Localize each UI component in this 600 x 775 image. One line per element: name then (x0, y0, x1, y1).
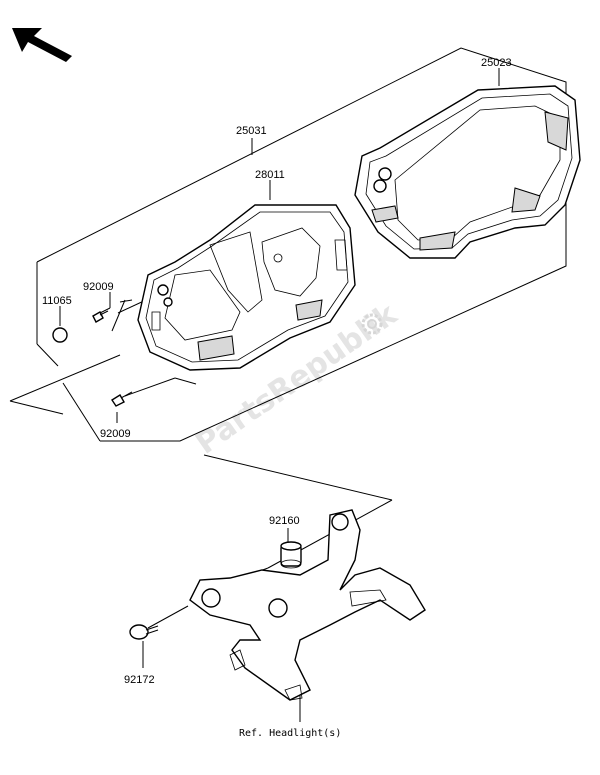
screw-92009-top (92, 310, 109, 323)
label-92009-bottom: 92009 (100, 428, 131, 440)
meter-housing-28011 (137, 204, 356, 371)
label-92172: 92172 (124, 674, 155, 686)
cap-11065 (52, 327, 68, 343)
meter-bracket (189, 509, 426, 701)
label-25031: 25031 (236, 125, 267, 137)
watermark-gear-icon (361, 313, 383, 335)
grommet-92160 (280, 541, 302, 569)
screw-92009-bottom (111, 391, 133, 407)
screw-92172 (129, 624, 159, 640)
label-28011: 28011 (255, 169, 285, 181)
direction-arrow-icon (12, 28, 72, 62)
label-92009-top: 92009 (83, 281, 114, 293)
label-25023: 25023 (481, 57, 512, 69)
part-labels: 25031 25023 28011 92009 11065 92009 9216… (42, 57, 512, 739)
label-92160: 92160 (269, 515, 300, 527)
meter-cover-25023 (354, 85, 581, 259)
label-11065: 11065 (42, 295, 72, 307)
leader-lines (59, 68, 500, 722)
label-ref-headlight: Ref. Headlight(s) (239, 728, 341, 739)
